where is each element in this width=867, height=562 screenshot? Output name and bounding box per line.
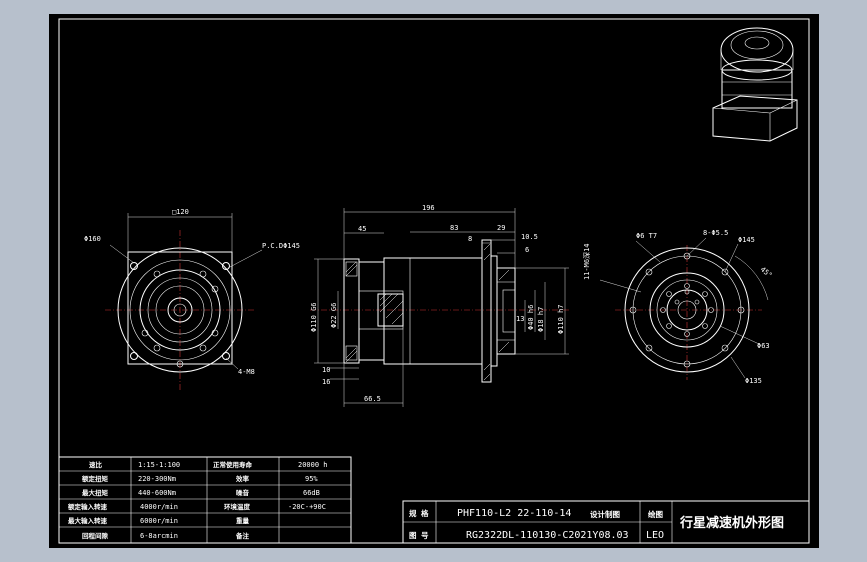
spec-value: 4000r/min: [140, 503, 178, 511]
dim-dia-110-h7: Φ110 h7: [557, 304, 565, 334]
dim-square-120: □120: [172, 208, 189, 216]
spec-value: 1:15-1:100: [138, 461, 180, 469]
spec-value: 220-300Nm: [138, 475, 176, 483]
dim-dia-22-g6: Φ22 G6: [330, 303, 338, 328]
label-drawing-no: 图 号: [409, 531, 429, 540]
spec-value: 440-600Nm: [138, 489, 176, 497]
spec-value: -20C-+90C: [288, 503, 326, 511]
spec-table: [58, 456, 352, 544]
spec-value: 20000 h: [298, 461, 328, 469]
checked-value: LEO: [646, 530, 664, 541]
dim-4-m8: 4-M8: [238, 368, 255, 376]
spec-label: 最大输入转速: [68, 516, 108, 525]
dim-10-5: 10.5: [521, 233, 538, 241]
dim-66-5: 66.5: [364, 395, 381, 403]
spec-label: 效率: [236, 474, 250, 483]
dim-dia-145: Φ145: [738, 236, 755, 244]
checked-label: 绘图: [648, 509, 663, 519]
spec-value: 95%: [305, 475, 318, 483]
dim-pcd-145: P.C.DΦ145: [262, 242, 300, 250]
drawing-number: RG2322DL-110130-C2021Y08.03: [466, 530, 629, 541]
side-section-view: [310, 208, 570, 407]
dim-16: 16: [322, 378, 330, 386]
dim-10: 10: [322, 366, 330, 374]
drawing-title: 行星减速机外形图: [679, 515, 784, 531]
dim-dia-160: Φ160: [84, 235, 101, 243]
dim-angle-45: 45°: [759, 265, 774, 279]
spec-label: 环境温度: [224, 502, 251, 511]
spec-label: 噪音: [236, 488, 250, 497]
spec-value: 6000r/min: [140, 517, 178, 525]
spec-label: 额定扭矩: [82, 474, 109, 483]
spec-value: 6-8arcmin: [140, 532, 178, 540]
dim-83: 83: [450, 224, 458, 232]
spec-value-model: PHF110-L2 22-110-14: [457, 508, 571, 519]
drawing-sheet: □120 Φ160 P.C.DΦ145 4-M8: [49, 14, 819, 548]
dim-dia-6-t7: Φ6 T7: [636, 232, 657, 240]
drawing-canvas: □120 Φ160 P.C.DΦ145 4-M8: [58, 18, 810, 544]
dim-13: 13: [516, 315, 524, 323]
spec-label: 回程间隙: [82, 531, 109, 540]
dim-dia-63: Φ63: [757, 342, 770, 350]
dim-dia-40-h6: Φ40 h6: [527, 305, 535, 330]
spec-label: 最大扭矩: [82, 488, 109, 497]
dim-dia-135: Φ135: [745, 377, 762, 385]
dim-8-dia-5-5: 8-Φ5.5: [703, 229, 728, 237]
spec-value: 66dB: [303, 489, 320, 497]
spec-label: 正常使用寿命: [213, 460, 253, 469]
dim-45: 45: [358, 225, 366, 233]
spec-label: 重量: [236, 516, 250, 525]
dim-11-m6: 11-M6深14: [582, 243, 591, 280]
spec-label: 备注: [235, 531, 250, 540]
gearbox-3d-thumbnail: [712, 27, 798, 142]
dim-dia-110-g6: Φ110 G6: [310, 302, 318, 332]
dim-6: 6: [525, 246, 529, 254]
spec-label: 额定输入转速: [68, 502, 108, 511]
overlap-label: 设计制图: [590, 509, 620, 519]
output-flange-view: [599, 237, 769, 380]
dim-196: 196: [422, 204, 435, 212]
spec-label: 速比: [89, 460, 103, 469]
dim-8: 8: [468, 235, 472, 243]
input-flange-view: [105, 213, 263, 390]
dim-29: 29: [497, 224, 505, 232]
dim-dia-18-h7: Φ18 h7: [537, 307, 545, 332]
label-spec: 规 格: [409, 508, 429, 518]
title-block: [402, 500, 810, 544]
